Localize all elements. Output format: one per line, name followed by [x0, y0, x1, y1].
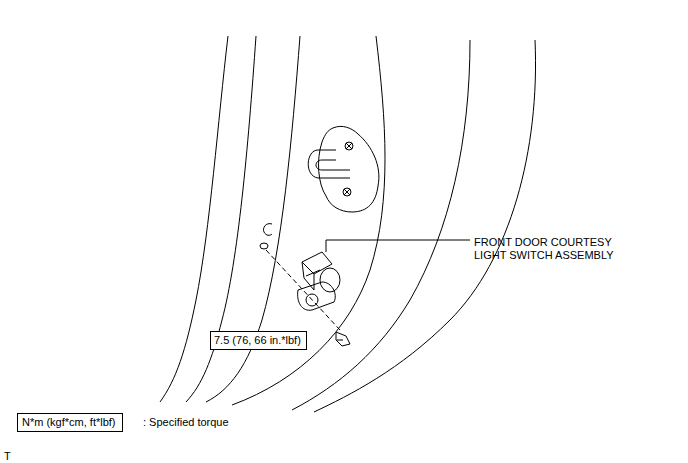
part-name: FRONT DOOR COURTESY LIGHT SWITCH ASSEMBL… — [474, 236, 636, 262]
torque-box: 7.5 (76, 66 in.*lbf) — [210, 331, 307, 350]
legend-text: : Specified torque — [143, 416, 229, 429]
legend-torque-box: N*m (kgf*cm, ft*lbf) — [17, 413, 123, 432]
torque-value: 7.5 (76, 66 in.*lbf) — [214, 334, 303, 347]
torque-value: N*m (kgf*cm, ft*lbf) — [22, 416, 118, 429]
figure-mark: T — [4, 450, 11, 463]
